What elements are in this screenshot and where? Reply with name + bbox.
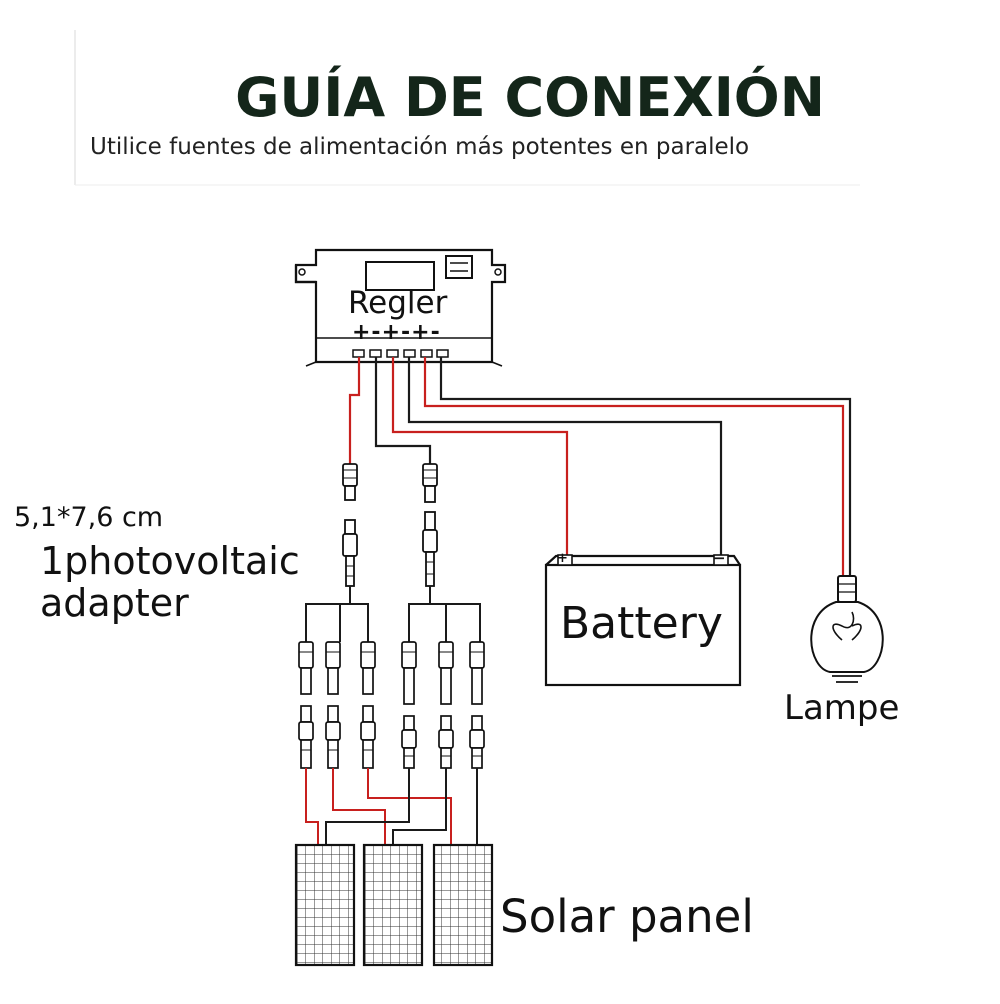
usb-ports bbox=[445, 255, 473, 279]
pv-input-wires bbox=[348, 357, 432, 464]
branch-connectors bbox=[298, 641, 485, 769]
lamp-bulb-icon bbox=[810, 575, 884, 683]
page-subtitle: Utilice fuentes de alimentación más pote… bbox=[90, 134, 750, 160]
adapter-label: 1photovoltaic adapter bbox=[40, 540, 300, 624]
solar-panel-3 bbox=[432, 843, 494, 967]
panel-wires bbox=[305, 768, 478, 845]
controller-terminal-signs: +-+-+- bbox=[352, 320, 441, 345]
controller-terminals bbox=[352, 349, 449, 358]
charge-controller bbox=[294, 248, 507, 367]
adapter-label-line1: 1photovoltaic bbox=[40, 539, 300, 583]
solar-panel-label: Solar panel bbox=[500, 890, 754, 943]
mc4-connector-negative bbox=[422, 463, 438, 587]
battery-minus-sign: − bbox=[713, 549, 726, 567]
battery bbox=[544, 554, 742, 687]
adapter-label-line2: adapter bbox=[40, 581, 189, 625]
branch-wires bbox=[305, 586, 481, 642]
load-wires bbox=[391, 357, 852, 578]
lamp-label: Lampe bbox=[784, 688, 900, 728]
battery-label: Battery bbox=[560, 598, 723, 649]
battery-plus-sign: + bbox=[557, 551, 568, 566]
adapter-size-label: 5,1*7,6 cm bbox=[14, 502, 164, 533]
mc4-connector-positive bbox=[342, 463, 358, 587]
page-title: GUÍA DE CONEXIÓN bbox=[235, 66, 825, 129]
solar-panel-1 bbox=[294, 843, 356, 967]
display-screen bbox=[365, 261, 435, 291]
solar-panel-2 bbox=[362, 843, 424, 967]
controller-label: Regler bbox=[348, 285, 448, 321]
